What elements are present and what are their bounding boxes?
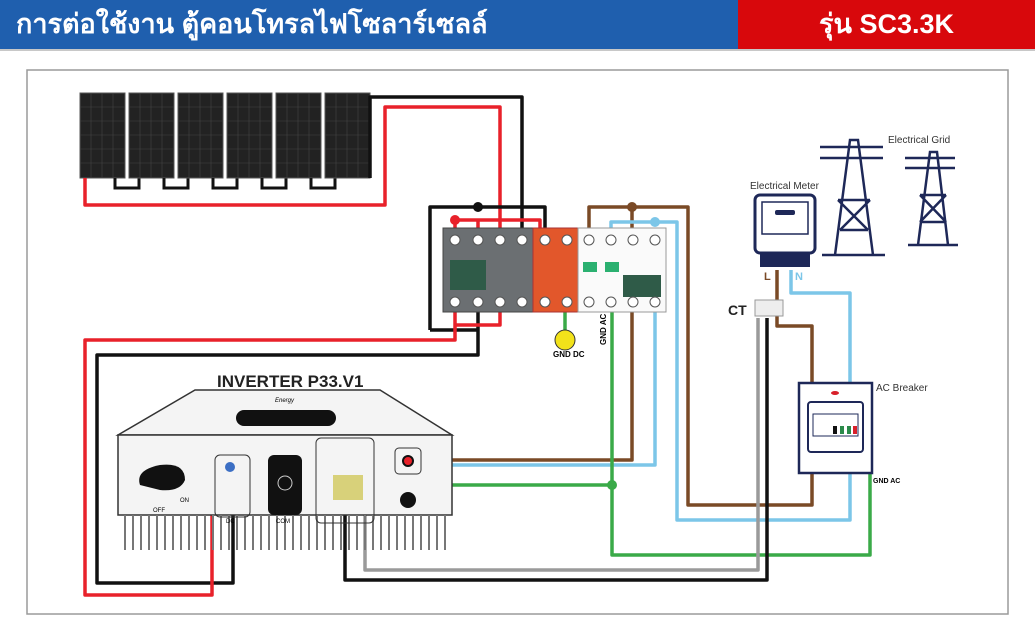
meter-window (761, 201, 809, 235)
diagram-frame (26, 69, 1009, 615)
ct-signal-wire-black (343, 318, 769, 582)
terminal-screw (649, 234, 661, 246)
solar-panel (79, 92, 126, 179)
dc-connector (225, 462, 235, 472)
breaker-switch (853, 426, 857, 434)
meter-label: Electrical Meter (750, 181, 820, 192)
brand-logo: Energy (275, 398, 295, 404)
terminal-screw (472, 234, 484, 246)
terminal-screw (472, 296, 484, 308)
combiner-box-devices (442, 227, 667, 313)
gnd-dc-label: GND DC (553, 350, 585, 359)
cable-gland (400, 492, 416, 508)
dc-positive-wire-top (83, 105, 502, 228)
transmission-tower-icon (820, 138, 958, 257)
spd-indicator (583, 262, 597, 272)
breaker-handle (450, 260, 486, 290)
gnd-ac-breaker-label: GND AC (873, 478, 900, 485)
terminal-screw (583, 234, 595, 246)
dc-negative-loop (428, 205, 547, 330)
ac-terminal-block (333, 475, 363, 500)
ac-output-port (394, 447, 422, 475)
ac-output-connector (402, 455, 414, 467)
ac-breaker-handle (623, 275, 661, 297)
inverter-title: INVERTER P33.V1 (217, 372, 363, 391)
wire-junction (650, 217, 660, 227)
meter-terminals (760, 253, 810, 267)
com-port-socket (277, 475, 293, 491)
panel-jumper-wire (211, 178, 239, 190)
dc-label: DC (226, 519, 235, 525)
solar-panel (128, 92, 175, 179)
inverter-display (236, 410, 336, 426)
header-model: รุ่น SC3.3K (738, 0, 1035, 49)
terminal-screw (627, 296, 639, 308)
com-port (268, 455, 302, 515)
wire-junction (607, 480, 617, 490)
meter-l-label: L (764, 271, 771, 283)
dc-positive-bus (453, 218, 542, 228)
ac-line-wire-meter (775, 270, 814, 383)
dc-negative-wire-top (368, 95, 524, 228)
wire-junction (450, 215, 460, 225)
on-label: ON (180, 498, 189, 504)
ac-terminal-cover (315, 437, 375, 524)
dc-negative-wire-inverter (95, 312, 480, 585)
panel-jumper-wire (113, 178, 141, 190)
ct-label: CT (728, 302, 747, 318)
terminal-screw (605, 296, 617, 308)
terminal-screw (605, 234, 617, 246)
breaker-switch (840, 426, 844, 434)
solar-panel (324, 92, 371, 179)
grid-label: Electrical Grid (888, 135, 950, 146)
terminal-screw (494, 296, 506, 308)
off-label: OFF (153, 508, 165, 514)
terminal-screw (561, 234, 573, 246)
breaker-switch (847, 426, 851, 434)
solar-panel (275, 92, 322, 179)
solar-panel-array (79, 92, 371, 190)
terminal-screw (516, 234, 528, 246)
terminal-screw (539, 296, 551, 308)
inverter (115, 389, 455, 550)
dc-switch-knob[interactable] (139, 464, 185, 491)
wire-junction (627, 202, 637, 212)
terminal-screw (494, 234, 506, 246)
ground-icon (554, 329, 576, 351)
meter-n-label: N (795, 271, 803, 283)
header-divider (0, 49, 1035, 51)
terminal-screw (449, 296, 461, 308)
ac-breaker-box (797, 381, 874, 475)
terminal-screw (583, 296, 595, 308)
gnd-ac-box-label: GND AC (599, 314, 608, 345)
terminal-screw (516, 296, 528, 308)
panel-jumper-wire (162, 178, 190, 190)
ac-breaker-label: AC Breaker (876, 383, 928, 394)
ct-sensor (754, 299, 784, 317)
panel-jumper-wire (309, 178, 337, 190)
breaker-indicator-light (831, 391, 839, 395)
panel-jumper-wire (260, 178, 288, 190)
ac-neutral-wire-meter (789, 270, 852, 383)
terminal-screw (449, 234, 461, 246)
terminal-screw (539, 234, 551, 246)
breaker-switch (833, 426, 837, 434)
terminal-screw (561, 296, 573, 308)
terminal-screw (627, 234, 639, 246)
solar-panel (226, 92, 273, 179)
terminal-screw (649, 296, 661, 308)
meter-dial (775, 210, 795, 215)
header-title: การต่อใช้งาน ตู้คอนโทรลไฟโซลาร์เซลล์ (0, 0, 738, 49)
breaker-rail (812, 413, 859, 437)
com-label: COM (276, 519, 290, 525)
wire-junction (473, 202, 483, 212)
solar-panel (177, 92, 224, 179)
spd-indicator (605, 262, 619, 272)
electrical-meter (753, 193, 817, 267)
dc-port-panel (214, 454, 251, 518)
